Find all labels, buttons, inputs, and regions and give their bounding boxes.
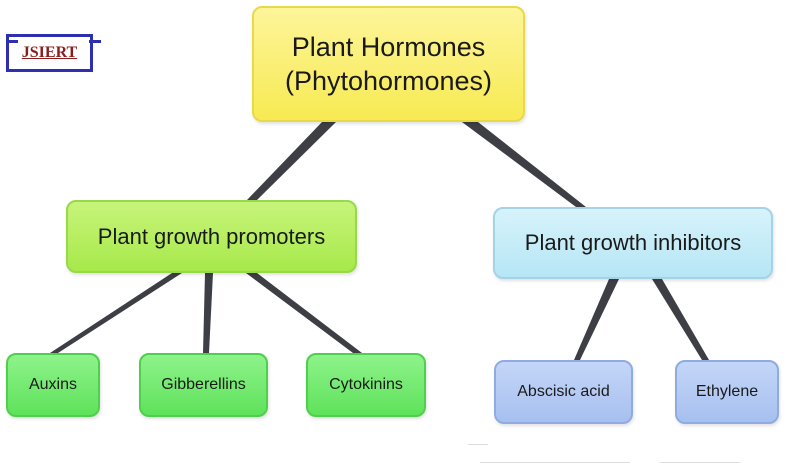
connector-root-promoters [247, 122, 336, 200]
connector-inhibitors-ethylene [652, 279, 709, 360]
logo-text: JSIERT [21, 44, 78, 61]
cytokinins-label: Cytokinins [329, 376, 403, 393]
node-plant-growth-inhibitors: Plant growth inhibitors [493, 207, 773, 279]
root-subtitle: (Phytohormones) [284, 66, 493, 96]
leaf-node-ethylene: Ethylene [675, 360, 779, 424]
leaf-node-auxins: Auxins [6, 353, 100, 417]
divider [468, 444, 488, 445]
ethylene-label: Ethylene [695, 383, 759, 400]
gibberellins-label: Gibberellins [161, 376, 246, 393]
jsiert-logo: JSIERT [6, 34, 101, 72]
node-plant-growth-promoters: Plant growth promoters [66, 200, 357, 273]
connector-promoters-gibberellins [203, 273, 213, 353]
leaf-node-cytokinins: Cytokinins [306, 353, 426, 417]
abscisic-acid-label: Abscisic acid [517, 383, 610, 400]
root-title: Plant Hormones [291, 32, 486, 62]
leaf-node-gibberellins: Gibberellins [139, 353, 268, 417]
inhibitors-label: Plant growth inhibitors [524, 230, 742, 255]
connector-promoters-cytokinins [246, 273, 362, 353]
auxins-label: Auxins [28, 376, 78, 393]
divider [660, 462, 740, 463]
root-node-plant-hormones: Plant Hormones (Phytohormones) [252, 6, 525, 122]
connector-promoters-auxins [50, 273, 182, 353]
promoters-label: Plant growth promoters [97, 223, 326, 249]
divider [480, 462, 630, 463]
connector-inhibitors-abscisic [574, 279, 619, 360]
leaf-node-abscisic-acid: Abscisic acid [494, 360, 633, 424]
connector-root-inhibitors [462, 122, 586, 207]
